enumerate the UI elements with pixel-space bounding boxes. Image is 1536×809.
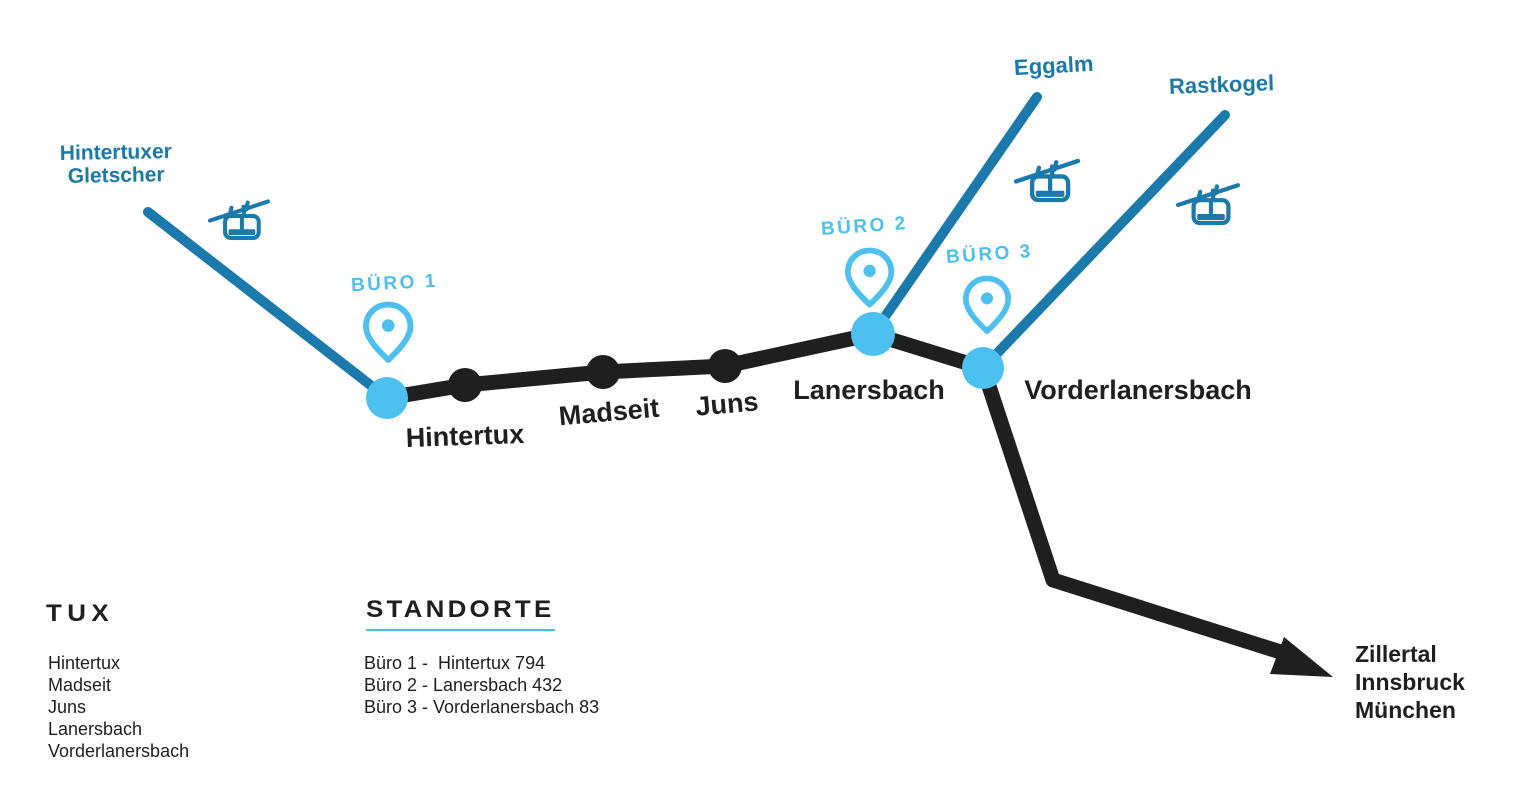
location-pin-icon-buro3 bbox=[966, 278, 1008, 331]
destination-label: Zillertal Innsbruck München bbox=[1355, 640, 1465, 724]
node-hintertux bbox=[366, 377, 408, 419]
exit-road-line bbox=[975, 360, 1298, 663]
list-item: Büro 2 - Lanersbach 432 bbox=[364, 675, 563, 695]
node-juns bbox=[708, 349, 742, 383]
destination-line-innsbruck: Innsbruck bbox=[1355, 669, 1465, 695]
eggalm-lift-line bbox=[868, 92, 1042, 339]
gondola-icon-rastkogel bbox=[1178, 185, 1238, 223]
glacier-label-line1: Hintertuxer bbox=[59, 140, 173, 165]
node-village-dot-1 bbox=[448, 368, 482, 402]
standorte-heading: STANDORTE bbox=[366, 596, 555, 631]
rastkogel-label: Rastkogel bbox=[1168, 70, 1275, 99]
list-item: Vorderlanersbach bbox=[48, 741, 190, 761]
node-lanersbach bbox=[851, 312, 895, 356]
list-item: Büro 1 - Hintertux 794 bbox=[364, 653, 546, 673]
tux-logo: TUX bbox=[46, 600, 115, 627]
exit-arrow-head bbox=[1270, 637, 1333, 677]
list-item: Lanersbach bbox=[48, 719, 143, 739]
node-madseit bbox=[586, 355, 620, 389]
village-label-lanersbach: Lanersbach bbox=[793, 375, 945, 405]
destination-line-zillertal: Zillertal bbox=[1355, 641, 1437, 667]
glacier-lift-line bbox=[143, 207, 392, 403]
standorte-office-list: Büro 1 - Hintertux 794 Büro 2 - Lanersba… bbox=[364, 652, 599, 718]
tux-village-list: Hintertux Madseit Juns Lanersbach Vorder… bbox=[48, 652, 189, 762]
gondola-icon-eggalm bbox=[1016, 161, 1078, 200]
location-pin-icon-buro2 bbox=[848, 250, 891, 304]
buro1-label: BÜRO 1 bbox=[350, 270, 439, 297]
rastkogel-lift-line bbox=[978, 110, 1230, 373]
gondola-icon-glacier bbox=[210, 201, 268, 238]
list-item: Büro 3 - Vorderlanersbach 83 bbox=[364, 697, 600, 717]
village-label-hintertux: Hintertux bbox=[405, 418, 525, 454]
node-vorderlanersbach bbox=[962, 347, 1004, 389]
eggalm-label: Eggalm bbox=[1013, 50, 1095, 81]
glacier-label: Hintertuxer Gletscher bbox=[40, 140, 193, 189]
list-item: Hintertux bbox=[48, 653, 121, 673]
location-pin-icon-buro1 bbox=[366, 305, 411, 360]
glacier-label-line2: Gletscher bbox=[67, 163, 165, 188]
list-item: Juns bbox=[48, 697, 87, 717]
destination-line-muenchen: München bbox=[1355, 697, 1456, 723]
village-label-juns: Juns bbox=[694, 386, 760, 422]
village-label-vorderlanersbach: Vorderlanersbach bbox=[1024, 375, 1252, 405]
list-item: Madseit bbox=[48, 675, 112, 695]
